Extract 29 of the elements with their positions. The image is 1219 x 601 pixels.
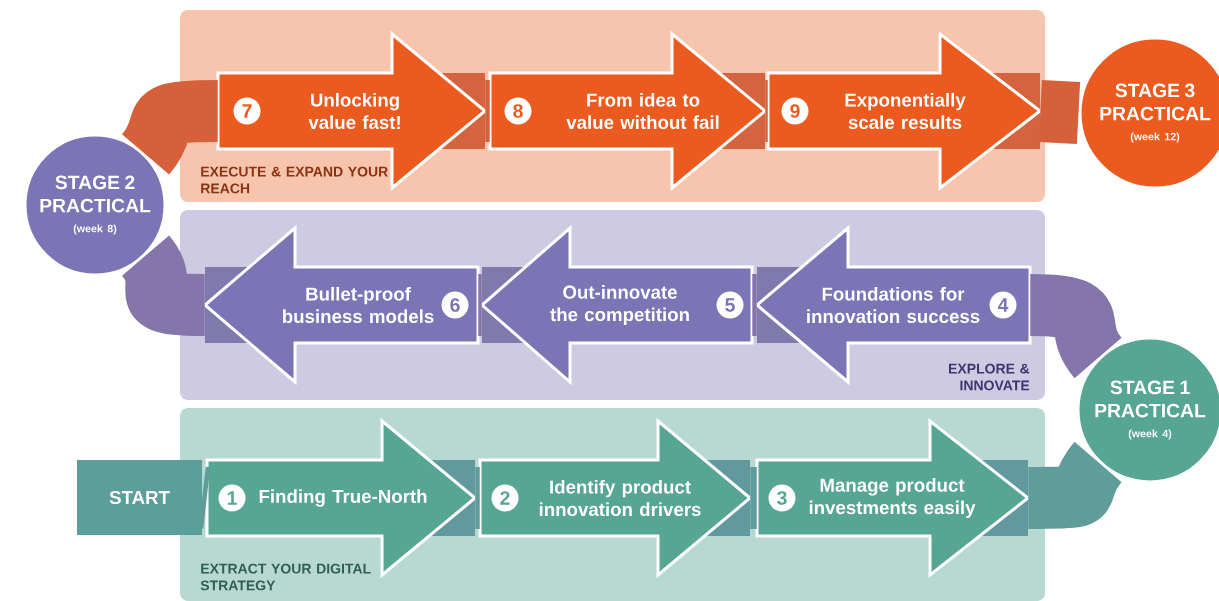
number-badge: 1: [218, 484, 246, 512]
step-label: Foundations for innovation success: [807, 286, 980, 324]
number-badge: 8: [504, 97, 532, 125]
connector-strip: [478, 274, 482, 336]
connector-strip: [1038, 80, 1081, 144]
connector-strip: [765, 80, 768, 142]
step-label: From idea to value without fail: [566, 92, 719, 130]
number-badge: 7: [233, 97, 261, 125]
number-badge: 3: [768, 484, 796, 512]
band-title: EXTRACT YOUR DIGITAL STRATEGY: [200, 563, 371, 591]
number-badge: 5: [716, 291, 744, 319]
connector-strip: [475, 467, 480, 529]
step-label: Manage product investments easily: [809, 478, 976, 518]
number-badge: 9: [781, 97, 809, 125]
step-label: Exponentially scale results: [845, 92, 966, 130]
step-label: Unlocking value fast!: [308, 92, 400, 130]
step-label: Out-innovate the competition: [550, 285, 689, 325]
band-title: EXPLORE & INNOVATE: [949, 363, 1030, 391]
connector-strip: [750, 467, 757, 529]
step-label: Identify product innovation drivers: [539, 479, 701, 517]
band-title: EXECUTE & EXPAND YOUR REACH: [201, 166, 388, 194]
start-box: START: [77, 460, 202, 535]
number-badge: 4: [989, 291, 1017, 319]
number-badge: 2: [491, 484, 519, 512]
step-label: Finding True-North: [259, 489, 427, 507]
step-label: Bullet-proof business models: [283, 286, 434, 324]
number-badge: 6: [441, 291, 469, 319]
connector-strip: [752, 274, 757, 336]
connector-strip: [485, 80, 490, 142]
